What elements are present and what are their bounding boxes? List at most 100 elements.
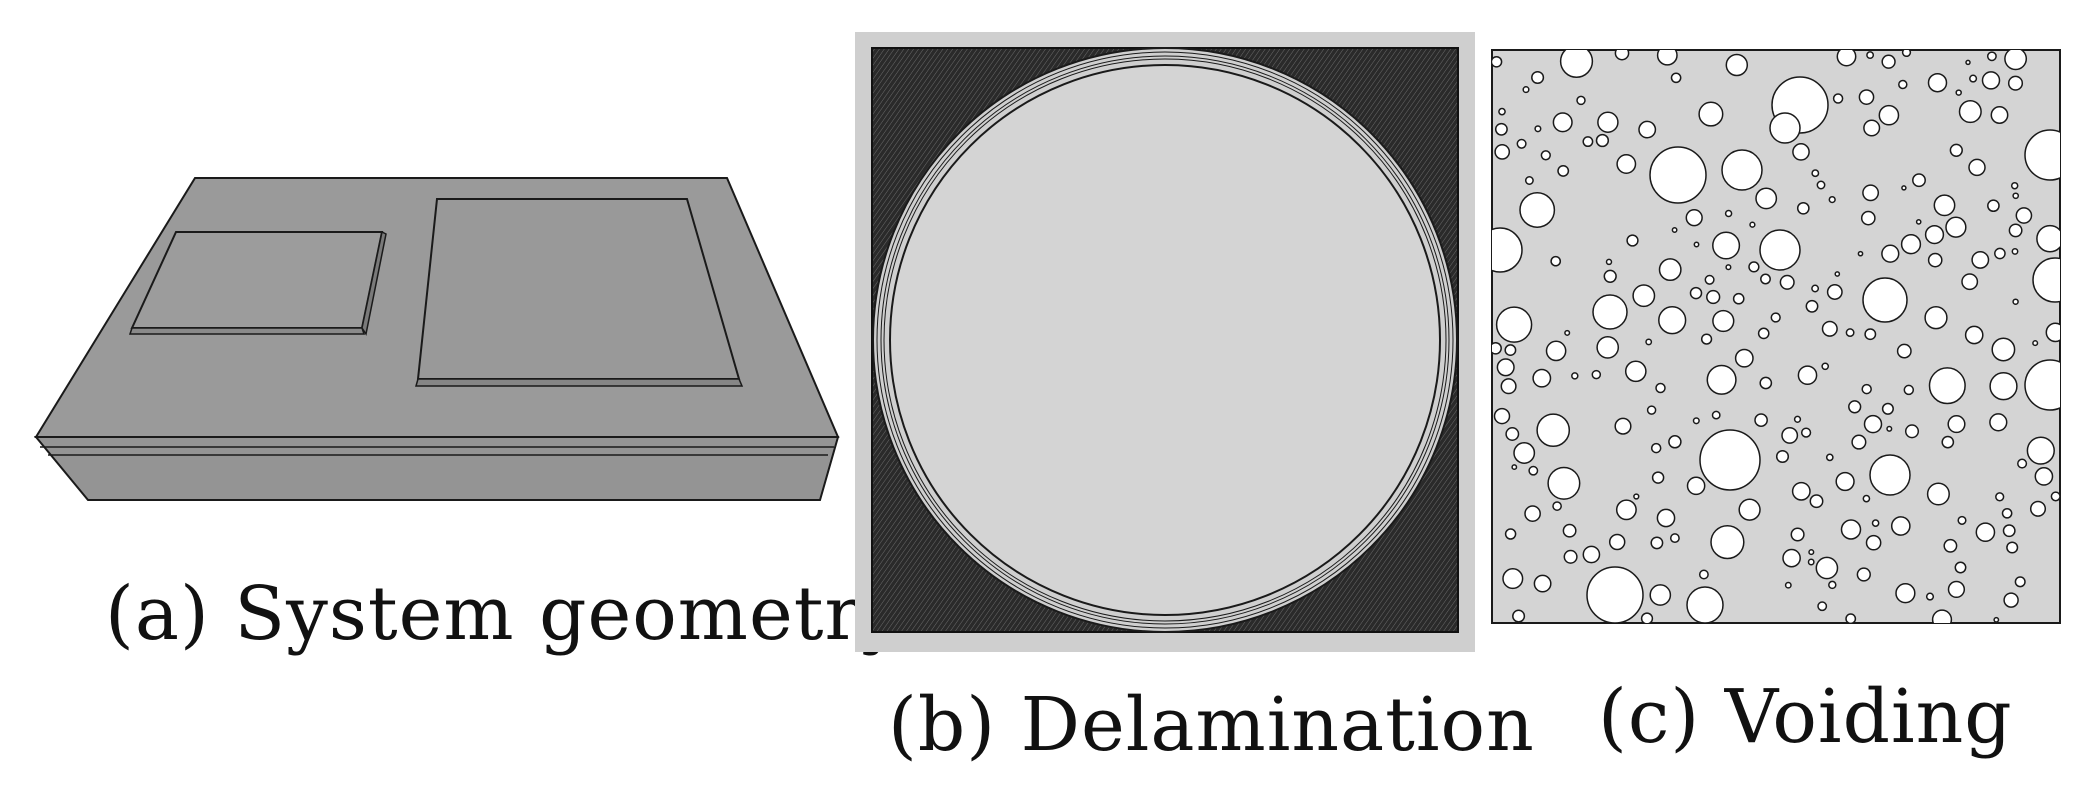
void xyxy=(1608,533,1626,551)
void xyxy=(1903,384,1915,396)
void xyxy=(1915,219,1922,225)
void xyxy=(1492,227,1523,273)
void xyxy=(2026,436,2055,465)
void xyxy=(1633,493,1640,500)
void xyxy=(1754,413,1768,427)
void xyxy=(1692,417,1700,425)
void xyxy=(1898,79,1908,90)
void xyxy=(1650,442,1662,454)
void xyxy=(2032,257,2060,303)
void xyxy=(1562,523,1577,538)
void xyxy=(2024,359,2060,411)
void xyxy=(1881,54,1896,69)
void xyxy=(1655,382,1666,394)
void xyxy=(1941,435,1955,449)
void xyxy=(1524,505,1541,522)
void xyxy=(1866,51,1875,60)
void xyxy=(2007,75,2024,91)
void xyxy=(1534,125,1542,133)
void xyxy=(1552,112,1573,133)
void xyxy=(1545,340,1567,362)
void xyxy=(2008,223,2023,238)
void xyxy=(1832,93,1844,104)
void xyxy=(1658,258,1682,282)
void xyxy=(1826,284,1843,300)
void-group xyxy=(1492,50,2060,623)
void xyxy=(1502,568,1524,590)
void xyxy=(1670,72,1682,84)
void xyxy=(1793,415,1802,423)
void xyxy=(1792,143,1810,161)
void xyxy=(1725,264,1732,271)
void xyxy=(1858,89,1875,105)
package-front-face xyxy=(33,436,840,501)
void xyxy=(2004,50,2028,71)
void xyxy=(1961,273,1979,291)
void xyxy=(2011,247,2019,255)
void xyxy=(1808,549,1815,556)
void xyxy=(1927,252,1943,268)
void xyxy=(1571,372,1579,380)
void xyxy=(2036,224,2060,253)
void xyxy=(1492,55,1503,68)
void xyxy=(1957,515,1967,525)
void xyxy=(1563,549,1578,564)
void xyxy=(1924,224,1945,245)
delamination-ring-2 xyxy=(880,55,1450,625)
void xyxy=(1725,53,1749,77)
voiding-figure xyxy=(1491,49,2061,624)
void xyxy=(1863,119,1881,137)
void xyxy=(2002,524,2016,538)
void xyxy=(1494,144,1511,160)
void xyxy=(1564,329,1571,336)
void xyxy=(1991,337,2016,362)
void xyxy=(1759,376,1773,390)
void xyxy=(1881,244,1900,263)
void xyxy=(1669,533,1680,544)
void xyxy=(1721,149,1763,191)
void xyxy=(1901,50,1912,58)
void xyxy=(1857,250,1864,257)
void xyxy=(1797,365,1818,386)
void xyxy=(2012,192,2020,200)
void xyxy=(1784,581,1792,589)
void xyxy=(1614,417,1632,435)
void xyxy=(1645,338,1653,346)
void xyxy=(1638,120,1657,139)
void xyxy=(1646,405,1657,415)
void xyxy=(1640,612,1654,623)
void xyxy=(1698,101,1724,127)
void xyxy=(1981,71,2001,90)
void xyxy=(2001,507,2013,519)
void xyxy=(1945,216,1967,238)
void xyxy=(1500,378,1517,395)
void xyxy=(1791,481,1811,501)
void xyxy=(1925,592,1935,601)
void xyxy=(1890,516,1911,536)
void xyxy=(1800,427,1812,438)
void xyxy=(1834,271,1841,277)
void xyxy=(1591,369,1602,380)
void xyxy=(1605,258,1613,266)
void xyxy=(1845,328,1855,338)
void xyxy=(1524,176,1534,185)
void xyxy=(1516,138,1527,149)
void xyxy=(1779,274,1795,290)
void xyxy=(1816,180,1826,190)
bonded-center-region xyxy=(889,64,1441,616)
void xyxy=(1552,501,1562,511)
void xyxy=(1781,426,1799,444)
void xyxy=(2024,129,2060,181)
void xyxy=(1671,227,1678,233)
void xyxy=(1540,150,1551,161)
panel-voiding: (c) Voiding xyxy=(1480,0,2100,788)
void xyxy=(1650,536,1664,550)
void xyxy=(1686,586,1724,623)
void xyxy=(1856,567,1871,582)
void xyxy=(1603,269,1617,283)
void xyxy=(1658,306,1687,335)
void xyxy=(2014,576,2026,588)
void xyxy=(1586,566,1644,623)
void xyxy=(1862,494,1871,503)
void xyxy=(1968,158,1986,177)
